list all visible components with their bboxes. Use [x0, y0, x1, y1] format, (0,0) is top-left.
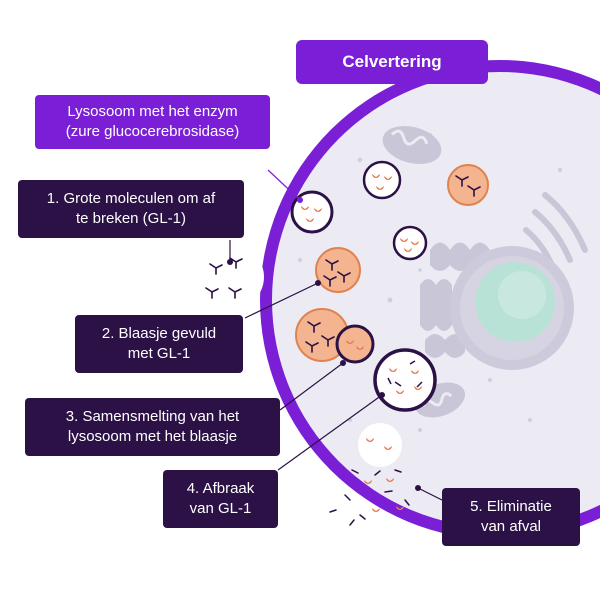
fusion-vesicle-lysosome: [295, 308, 375, 364]
label-step-4-line1: 4. Afbraak: [186, 480, 255, 497]
label-step-5-line2: van afval: [480, 518, 542, 535]
label-step-2-line2: met GL-1: [127, 345, 191, 362]
label-step-5: 5. Eliminatie van afval: [442, 488, 580, 546]
label-step-1-line2: te breken (GL-1): [75, 210, 187, 227]
lysosome-inner-2: [392, 225, 428, 261]
vesicle-gl1: [315, 247, 361, 293]
lysosome-inner-1: [362, 160, 402, 200]
leader-dots: [227, 197, 421, 491]
label-lysosome: Lysosoom met het enzym (zure glucocerebr…: [35, 95, 270, 149]
diagram-title: Celvertering: [296, 40, 488, 84]
label-step-4: 4. Afbraak van GL-1: [163, 470, 278, 528]
vesicle-inner-1: [447, 164, 489, 206]
waste-fragments: [329, 423, 410, 526]
label-lysosome-line2: (zure glucocerebrosidase): [65, 123, 240, 140]
label-step-1: 1. Grote moleculen om af te breken (GL-1…: [18, 180, 244, 238]
label-step-1-line1: 1. Grote moleculen om af: [46, 190, 216, 207]
diagram-title-text: Celvertering: [342, 52, 442, 71]
cell-interior: [298, 125, 588, 432]
leader-lines: [229, 169, 443, 501]
label-step-4-line2: van GL-1: [189, 500, 252, 517]
label-step-5-line1: 5. Eliminatie: [470, 498, 552, 515]
label-step-3-line2: lysosoom met het blaasje: [67, 428, 238, 445]
label-lysosome-line1: Lysosoom met het enzym: [67, 103, 238, 120]
label-step-3-line1: 3. Samensmelting van het: [65, 408, 240, 425]
breakdown-lysosome: [373, 348, 437, 412]
label-step-2: 2. Blaasje gevuld met GL-1: [75, 315, 243, 373]
mitochondrion-top: [382, 125, 442, 165]
label-step-3: 3. Samensmelting van het lysosoom met he…: [25, 398, 280, 456]
label-step-2-line1: 2. Blaasje gevuld: [101, 325, 217, 342]
nucleus: [450, 246, 574, 370]
gl1-molecules-outside: [200, 245, 264, 309]
